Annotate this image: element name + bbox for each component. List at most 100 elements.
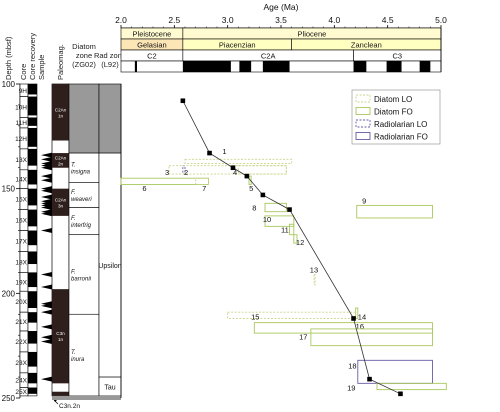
chron-label: C3	[392, 52, 402, 61]
recovery-interval	[28, 209, 37, 227]
core-label: 16X	[15, 218, 27, 225]
recovery-interval	[28, 117, 37, 126]
sample-marker	[41, 303, 52, 309]
tie-point	[180, 98, 186, 104]
sample-marker	[41, 334, 52, 340]
event-label: 2	[184, 168, 188, 177]
event-label: 1	[222, 147, 226, 156]
recovery-interval	[28, 84, 37, 95]
polarity-normal-interval	[134, 61, 137, 72]
depth-tick-label: 150	[2, 185, 16, 194]
age-tick-label: 2.5	[168, 15, 180, 25]
stage-label: Gelasian	[137, 41, 167, 50]
rad-zone-box	[98, 83, 122, 154]
polarity-normal-interval	[262, 61, 290, 72]
chron-label: C2	[147, 52, 157, 61]
event-range-box	[376, 382, 447, 391]
paleomag-normal-interval	[52, 84, 69, 141]
core-label: 14X	[15, 177, 27, 184]
polarity-normal-interval	[182, 61, 231, 72]
legend-label: Diatom FO	[374, 108, 413, 117]
paleomag-subchron-label: 3n	[58, 203, 64, 208]
event-range-box	[237, 165, 287, 175]
recovery-interval	[28, 251, 37, 265]
legend-swatch	[355, 94, 371, 103]
recovery-interval	[28, 291, 37, 308]
legend-swatch	[355, 132, 371, 140]
event-label: 5	[249, 184, 253, 193]
recovery-interval	[28, 148, 37, 166]
core-recovery-column-header: Core recovery	[28, 33, 37, 80]
recovery-interval	[28, 169, 37, 185]
diatom-zone-box	[68, 313, 100, 397]
event-label: 12	[296, 238, 304, 247]
legend-label: Radiolarian FO	[374, 133, 428, 142]
event-label: 15	[251, 312, 259, 321]
core-label: 23X	[15, 360, 27, 367]
legend-box	[351, 89, 441, 145]
diatom-zone-label-line2: inura	[71, 357, 85, 363]
core-label: 25X	[15, 389, 27, 396]
event-label: 19	[347, 384, 355, 393]
paleomag-subchron-label: 1n	[58, 113, 64, 118]
event-range-box	[289, 223, 295, 236]
stage-label: Zanclean	[351, 41, 382, 50]
core-label: 12H	[15, 136, 27, 143]
sample-marker	[41, 173, 52, 179]
event-label: 13	[310, 265, 318, 274]
tie-point	[351, 316, 356, 321]
sample-marker	[41, 211, 52, 217]
age-tick-label: 2.0	[115, 15, 127, 25]
event-label: 9	[362, 196, 366, 205]
recovery-interval	[28, 127, 37, 147]
core-label: 22X	[15, 339, 27, 346]
event-label: 4	[233, 168, 237, 177]
age-tick-label: 4.0	[328, 15, 340, 25]
tie-point	[398, 391, 403, 397]
diatom-zone-box	[68, 152, 100, 183]
recovery-interval	[28, 312, 37, 323]
paleomag-normal-interval	[52, 289, 69, 384]
core-label: 21X	[15, 319, 27, 326]
sample-marker	[41, 324, 52, 330]
event-range-box	[248, 175, 252, 185]
age-model-polyline	[182, 100, 401, 395]
epoch-label: Pliocene	[298, 30, 327, 39]
core-label: 11H	[16, 120, 28, 127]
sample-marker	[41, 194, 52, 200]
diatom-zone-label-line2: interfrig	[71, 223, 92, 229]
sample-marker	[41, 152, 52, 158]
recovery-interval	[28, 387, 37, 394]
column-base-fill	[52, 395, 121, 400]
diatom-zone-label-line2: weaveri	[71, 197, 92, 203]
paleomag-chron-label: C2An	[55, 197, 67, 202]
diatom-zone-header-line2: zone	[76, 51, 92, 60]
event-range-box	[356, 204, 433, 219]
event-range-box	[184, 158, 293, 164]
event-label: 10	[263, 215, 271, 224]
legend-swatch	[355, 119, 371, 128]
recovery-interval	[28, 272, 37, 288]
event-range-box	[355, 307, 359, 319]
event-range-box	[253, 322, 433, 334]
recovery-interval	[28, 331, 37, 344]
diatom-zone-label-line1: F.	[71, 269, 76, 275]
core-label: 9H	[19, 88, 28, 95]
paleomag-chron-label: C2An	[55, 107, 67, 112]
tie-point	[287, 207, 292, 212]
event-label: 7	[202, 184, 206, 193]
event-range-box	[227, 311, 357, 319]
sample-marker	[41, 284, 52, 290]
sample-marker	[41, 338, 52, 344]
event-label: 6	[142, 184, 146, 193]
age-axis-title: Age (Ma)	[264, 2, 299, 12]
paleomag-chron-label: C2An	[55, 155, 67, 160]
diatom-zone-label-line1: F.	[71, 216, 76, 222]
stage-label: Piacenzian	[219, 41, 256, 50]
tie-point	[207, 150, 212, 156]
core-label: 13X	[15, 157, 27, 164]
